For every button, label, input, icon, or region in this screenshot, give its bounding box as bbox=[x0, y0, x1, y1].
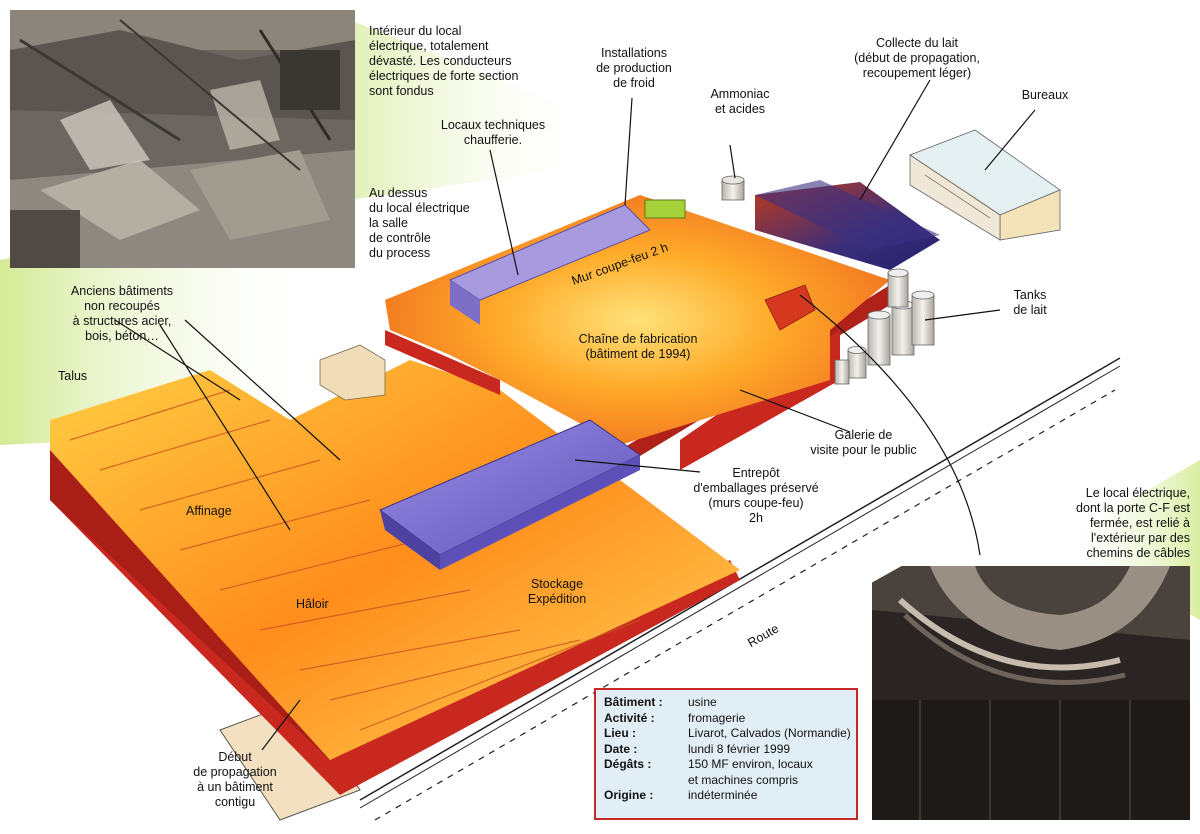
ammonia-tanks bbox=[721, 175, 745, 201]
info-key: Origine : bbox=[604, 788, 654, 802]
photo-cable-trays bbox=[872, 566, 1190, 820]
green-block bbox=[644, 199, 686, 219]
green-glow-top bbox=[350, 20, 600, 200]
label-embankment: Talus bbox=[58, 369, 88, 383]
info-row: Activité : fromagerie bbox=[604, 711, 856, 727]
photo-electrical-room bbox=[10, 10, 355, 268]
info-key: Date : bbox=[604, 741, 638, 756]
label-offices: Bureaux bbox=[1021, 88, 1069, 102]
info-key: Lieu : bbox=[604, 726, 636, 740]
label-milk-collection: Collecte du lait (début de propagation, … bbox=[854, 36, 980, 80]
label-old-buildings: Anciens bâtiments non recoupés à structu… bbox=[70, 284, 174, 343]
label-electrical-room-interior: Intérieur du local électrique, totalemen… bbox=[369, 24, 519, 98]
technical-rooms-front bbox=[450, 280, 480, 325]
label-production-line: Chaîne de fabrication (bâtiment de 1994) bbox=[578, 332, 698, 361]
label-above-electrical-room: Au dessus du local électrique la salle d… bbox=[369, 186, 470, 260]
info-value: fromagerie bbox=[688, 710, 746, 725]
info-row: Dégâts : 150 MF environ, locaux et machin… bbox=[604, 757, 856, 788]
info-row: Bâtiment : usine bbox=[604, 695, 856, 711]
info-row: Origine : indéterminée bbox=[604, 788, 856, 804]
info-row: Lieu : Livarot, Calvados (Normandie) bbox=[604, 726, 856, 742]
label-ammonia-acids: Ammoniac et acides bbox=[710, 87, 770, 116]
main-building-wall bbox=[385, 300, 500, 395]
milk-collection-roof bbox=[755, 180, 940, 250]
label-start-of-spread: Début de propagation à un bâtiment conti… bbox=[193, 750, 277, 809]
info-row: Date : lundi 8 février 1999 bbox=[604, 742, 856, 758]
info-value: Livarot, Calvados (Normandie) bbox=[688, 726, 851, 740]
label-packaging-warehouse: Entrepôt d'emballages préservé (murs cou… bbox=[693, 466, 819, 525]
info-value: usine bbox=[688, 695, 717, 709]
label-cold-production: Installations de production de froid bbox=[596, 46, 672, 90]
info-key: Bâtiment : bbox=[604, 695, 663, 709]
leader-lines bbox=[114, 79, 1036, 751]
label-visitor-gallery: Galerie de visite pour le public bbox=[810, 428, 917, 457]
label-electrical-room-cables: Le local électrique, dont la porte C-F e… bbox=[1076, 486, 1190, 560]
label-technical-rooms: Locaux techniques chaufferie. bbox=[440, 118, 546, 147]
info-key: Activité : bbox=[604, 710, 655, 725]
road bbox=[340, 357, 1200, 834]
milk-tanks bbox=[834, 268, 935, 385]
label-ripening: Affinage bbox=[186, 504, 232, 518]
info-value: 150 MF environ, locaux et machines compr… bbox=[688, 757, 813, 787]
info-value: indéterminée bbox=[688, 788, 758, 802]
label-drying-room: Hâloir bbox=[296, 597, 329, 611]
small-shed bbox=[319, 344, 386, 401]
roof-lines bbox=[69, 389, 641, 731]
info-key: Dégâts : bbox=[604, 757, 652, 771]
packaging-warehouse bbox=[379, 419, 641, 570]
offices-building bbox=[909, 129, 1061, 241]
info-value: lundi 8 février 1999 bbox=[688, 741, 791, 756]
label-milk-tanks: Tanks de lait bbox=[1013, 288, 1047, 317]
label-storage-shipping: Stockage Expédition bbox=[527, 577, 587, 606]
